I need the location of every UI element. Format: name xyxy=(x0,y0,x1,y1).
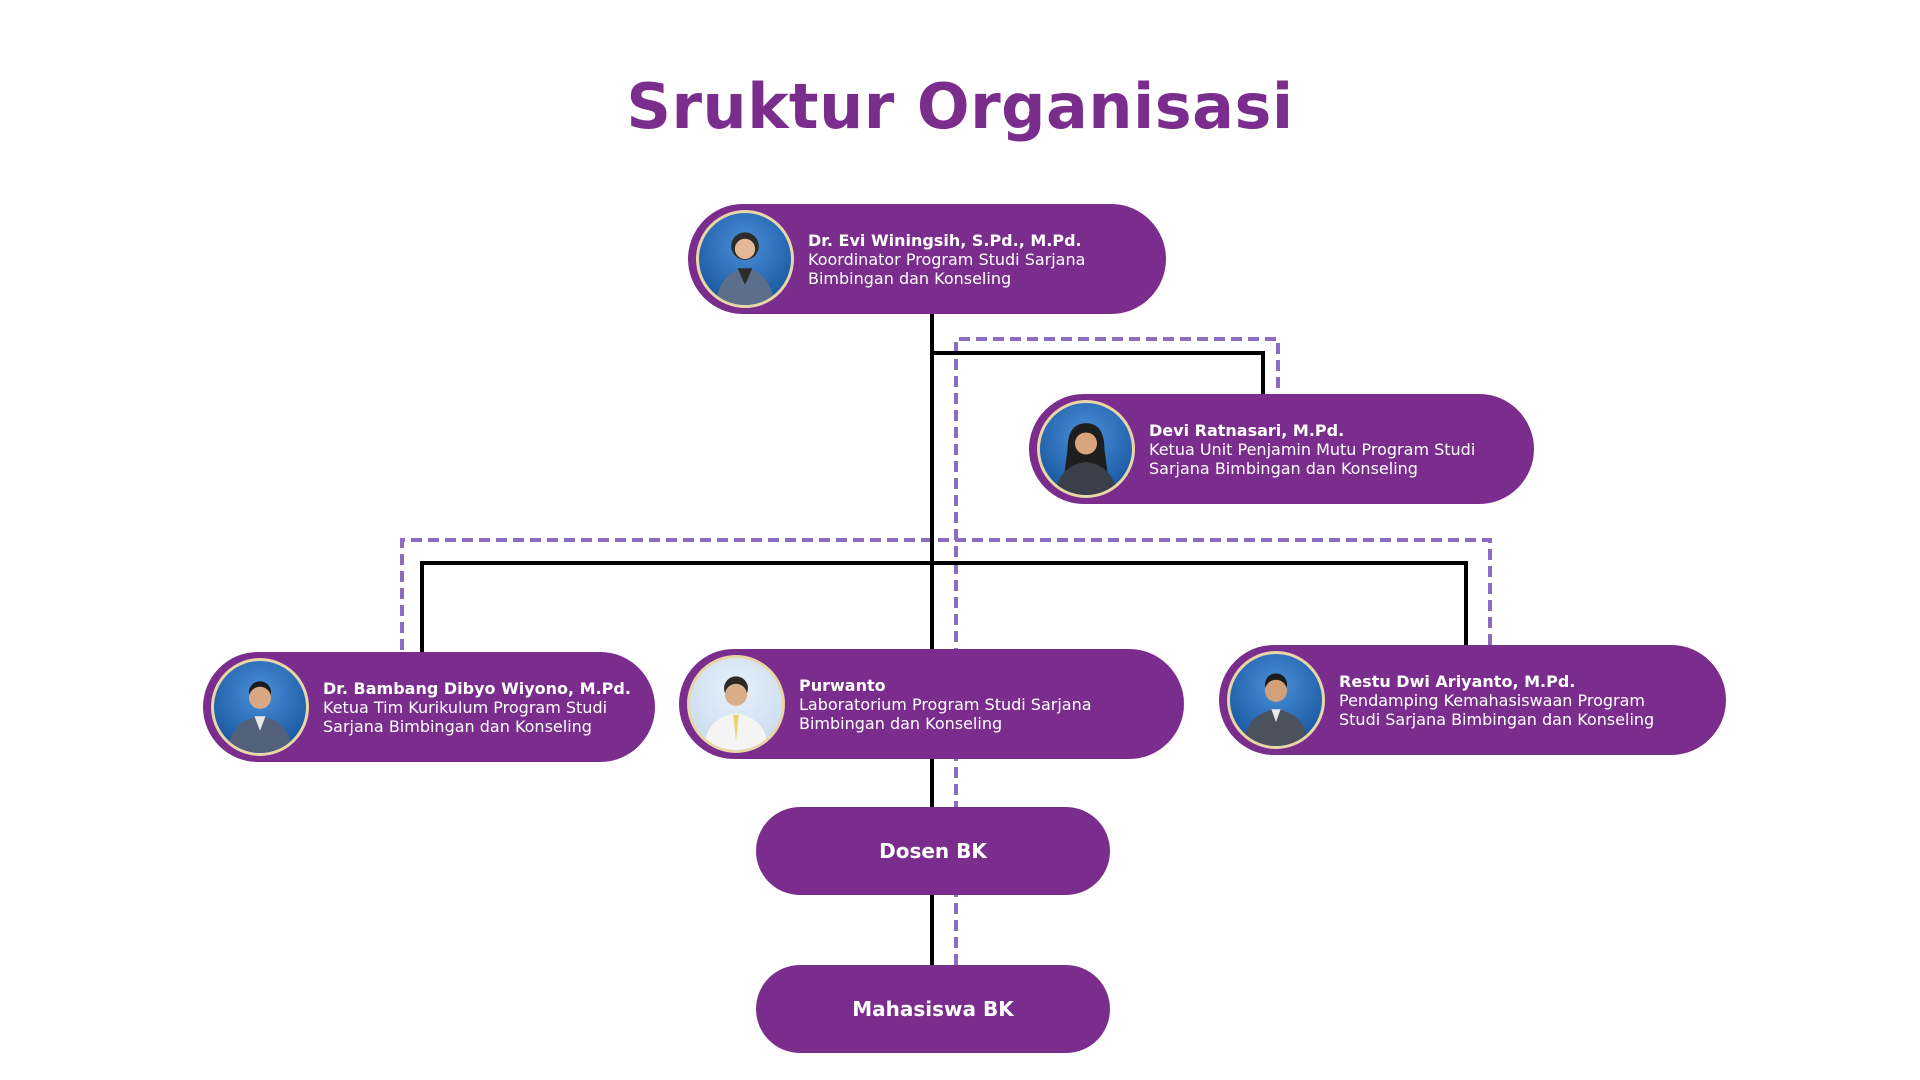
kurikulum-name: Dr. Bambang Dibyo Wiyono, M.Pd. xyxy=(323,678,631,698)
avatar-laboratorium-photo xyxy=(687,655,785,753)
line-team-branch xyxy=(420,561,1468,652)
kemahasiswaan-role-line2: Studi Sarjana Bimbingan dan Konseling xyxy=(1339,709,1655,729)
penjamin-mutu-role-line1: Ketua Unit Penjamin Mutu Program Studi xyxy=(1149,439,1476,459)
penjamin-mutu-name: Devi Ratnasari, M.Pd. xyxy=(1149,420,1345,440)
mahasiswa-bk-label: Mahasiswa BK xyxy=(852,997,1014,1021)
node-kurikulum: Dr. Bambang Dibyo Wiyono, M.Pd. Ketua Ti… xyxy=(203,652,655,762)
avatar-kemahasiswaan-photo xyxy=(1227,651,1325,749)
node-kemahasiswaan: Restu Dwi Ariyanto, M.Pd. Pendamping Kem… xyxy=(1219,645,1726,755)
laboratorium-name: Purwanto xyxy=(799,675,886,695)
kemahasiswaan-name: Restu Dwi Ariyanto, M.Pd. xyxy=(1339,671,1576,691)
avatar-penjamin-mutu-photo xyxy=(1037,400,1135,498)
kemahasiswaan-role-line1: Pendamping Kemahasiswaan Program xyxy=(1339,690,1646,710)
koordinator-role-line2: Bimbingan dan Konseling xyxy=(808,268,1012,288)
laboratorium-role-line1: Laboratorium Program Studi Sarjana xyxy=(799,694,1092,714)
node-laboratorium: Purwanto Laboratorium Program Studi Sarj… xyxy=(679,649,1184,759)
line-to-penjamin-mutu xyxy=(932,351,1265,396)
node-dosen-bk: Dosen BK xyxy=(756,807,1110,895)
avatar-koordinator-photo xyxy=(696,210,794,308)
page-title: Sruktur Organisasi xyxy=(626,70,1294,143)
avatar-kurikulum-photo xyxy=(211,658,309,756)
koordinator-name: Dr. Evi Winingsih, S.Pd., M.Pd. xyxy=(808,230,1082,250)
kurikulum-role-line2: Sarjana Bimbingan dan Konseling xyxy=(323,716,592,736)
node-penjamin-mutu: Devi Ratnasari, M.Pd. Ketua Unit Penjami… xyxy=(1029,394,1534,504)
penjamin-mutu-role-line2: Sarjana Bimbingan dan Konseling xyxy=(1149,458,1418,478)
node-koordinator: Dr. Evi Winingsih, S.Pd., M.Pd. Koordina… xyxy=(688,204,1166,314)
node-mahasiswa-bk: Mahasiswa BK xyxy=(756,965,1110,1053)
koordinator-role-line1: Koordinator Program Studi Sarjana xyxy=(808,249,1086,269)
kurikulum-role-line1: Ketua Tim Kurikulum Program Studi xyxy=(323,697,608,717)
dosen-bk-label: Dosen BK xyxy=(879,839,987,863)
dashed-line-team-frame xyxy=(400,538,1492,650)
laboratorium-role-line2: Bimbingan dan Konseling xyxy=(799,713,1003,733)
